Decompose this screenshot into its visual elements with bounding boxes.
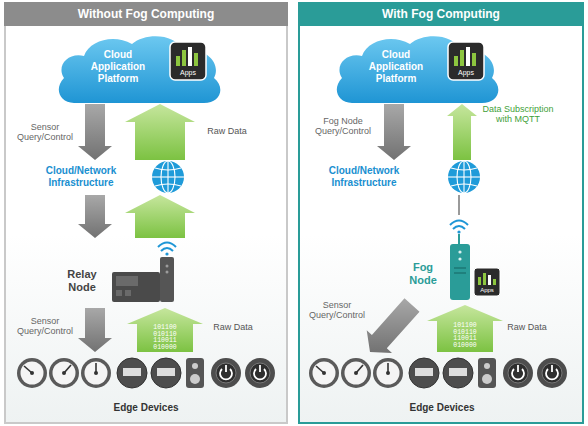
- node-label: Cloud/Network Infrastructure: [322, 165, 406, 189]
- icon-label: Apps: [474, 287, 500, 294]
- edge-devices-group: Edge Devices: [14, 352, 278, 420]
- node-label: Cloud Application Platform: [76, 49, 160, 85]
- node-label: Edge Devices: [306, 402, 578, 414]
- node-label: Relay Node: [58, 268, 106, 294]
- edge-label: Sensor Query/Control: [12, 316, 78, 336]
- binary-data: 101100 010110 110011 010000: [151, 325, 179, 351]
- edge-label: Raw Data: [202, 126, 252, 136]
- cloud-platform: Cloud Application Platform: [54, 32, 224, 104]
- comparison-panel: With Fog ComputingCloud Application Plat…: [298, 2, 584, 424]
- node-label: Cloud/Network Infrastructure: [39, 165, 123, 189]
- network-infrastructure: Cloud/Network Infrastructure: [39, 160, 189, 195]
- edge-label: Raw Data: [502, 322, 552, 332]
- node-label: Edge Devices: [14, 402, 278, 414]
- edge-devices-group: Edge Devices: [306, 352, 578, 420]
- icon-label: Apps: [448, 69, 484, 77]
- panel-heading: With Fog Computing: [298, 2, 584, 26]
- icon-label: Apps: [170, 69, 206, 77]
- binary-data: 101100 010110 110011 010000: [451, 323, 479, 349]
- node-label: Fog Node: [400, 261, 446, 287]
- cloud-platform: Cloud Application Platform: [332, 32, 502, 104]
- network-infrastructure: Cloud/Network Infrastructure: [322, 160, 485, 195]
- cloud-shape: [337, 36, 499, 103]
- panel-heading: Without Fog Computing: [4, 2, 288, 26]
- comparison-panel: Without Fog ComputingCloud Application P…: [4, 2, 288, 424]
- node-label: Cloud Application Platform: [354, 49, 438, 85]
- edge-label: Sensor Query/Control: [306, 300, 368, 320]
- edge-label: Raw Data: [208, 322, 258, 332]
- edge-label: Data Subscription with MQTT: [482, 104, 554, 124]
- edge-label: Sensor Query/Control: [12, 122, 78, 142]
- edge-label: Fog Node Query/Control: [310, 116, 376, 136]
- relay-node: Relay Node: [54, 238, 204, 308]
- cloud-shape: [59, 36, 221, 103]
